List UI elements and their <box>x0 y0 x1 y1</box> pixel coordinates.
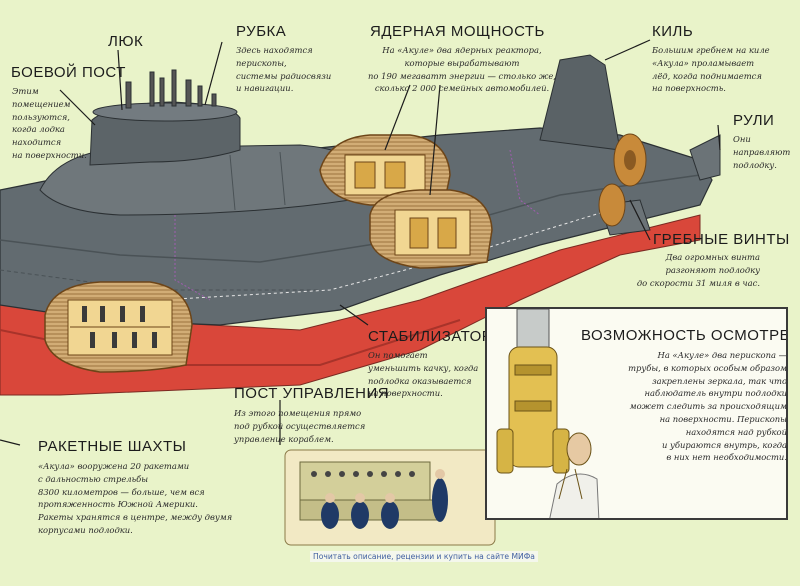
propellers-line: до скорости 31 миля в час. <box>636 277 760 288</box>
combat-post-line: Этим <box>12 86 39 96</box>
combat-post-line: когда лодка <box>12 124 65 135</box>
combat-post-text: Этим помещением пользуются, когда лодка … <box>12 85 87 162</box>
periscope-line: На «Акуле» два перископа — <box>657 350 787 360</box>
periscope-art <box>496 309 600 518</box>
periscope-line: и убираются внутрь, когда <box>662 439 787 450</box>
rudders-line: Они <box>733 134 751 144</box>
keel-fin <box>539 54 621 151</box>
propellers-line: Два огромных винта <box>665 252 760 262</box>
periscope-line: наблюдатель внутри подлодки <box>644 388 787 399</box>
stabilizer-line: на поверхности. <box>368 388 443 399</box>
missiles-title: РАКЕТНЫЕ ШАХТЫ <box>38 438 187 455</box>
control-line: управление кораблем. <box>234 433 334 444</box>
missiles-line: протяженность Южной Америки. <box>38 499 198 510</box>
nuclear-line: по 190 мегаватт энергии — столько же, <box>368 70 556 81</box>
missiles-line: «Акула» вооружена 20 ракетами <box>38 461 190 471</box>
periscope-line: находятся над рубкой <box>685 426 787 437</box>
propellers-line: разгоняют подлодку <box>665 264 760 275</box>
rudders-line: подлодку. <box>733 159 777 170</box>
stabilizer-title: СТАБИЛИЗАТОР <box>368 328 493 345</box>
keel-line: на поверхность. <box>652 83 726 94</box>
periscope-line: закреплены зеркала, так что <box>652 375 787 386</box>
combat-post-line: находится <box>12 137 62 148</box>
nuclear-text: На «Акуле» два ядерных реактора, которые… <box>362 44 562 95</box>
control-compartment <box>44 281 193 373</box>
masts <box>125 69 217 109</box>
nuclear-line: которые вырабатывают <box>404 57 520 68</box>
combat-post-title: БОЕВОЙ ПОСТ <box>11 64 126 81</box>
propellers-text: Два огромных винта разгоняют подлодку до… <box>600 251 760 289</box>
footer-buy-link[interactable]: Почитать описание, рецензии и купить на … <box>310 551 538 562</box>
periscope-title: ВОЗМОЖНОСТЬ ОСМОТРЕТЬСЯ <box>581 327 786 344</box>
missiles-text: «Акула» вооружена 20 ракетами с дальност… <box>38 460 232 537</box>
keel-title: КИЛЬ <box>652 23 694 40</box>
control-text: Из этого помещения прямо под рубкой осущ… <box>234 407 365 445</box>
sail-line: и навигации. <box>236 83 294 94</box>
combat-post-line: помещением <box>12 98 71 109</box>
reactor-compartment-2 <box>369 189 493 269</box>
keel-text: Большим гребнем на киле «Акула» проламыв… <box>652 44 770 95</box>
keel-line: лёд, когда поднимается <box>652 70 762 81</box>
periscope-text: На «Акуле» два перископа — трубы, в кото… <box>577 349 787 464</box>
missiles-line: Ракеты хранятся в центре, между двумя <box>38 512 233 523</box>
nuclear-title: ЯДЕРНАЯ МОЩНОСТЬ <box>370 23 545 40</box>
stabilizer-text: Он помогает уменьшить качку, когда подло… <box>368 349 478 400</box>
reactor-compartment-1 <box>319 134 451 206</box>
sail-line: перископы, <box>236 57 287 68</box>
rudders-line: направляют <box>733 146 791 157</box>
periscope-line: на поверхности. Перископы <box>659 413 787 424</box>
keel-line: «Акула» проламывает <box>652 57 755 68</box>
periscope-line: в них нет необходимости. <box>666 452 787 463</box>
keel-line: Большим гребнем на киле <box>652 45 770 55</box>
control-post-art <box>284 449 496 546</box>
stabilizer-line: подлодка оказывается <box>368 375 472 386</box>
rudders-title: РУЛИ <box>733 112 775 129</box>
missiles-line: с дальностью стрельбы <box>38 473 149 484</box>
stabilizer-line: уменьшить качку, когда <box>368 362 479 373</box>
hatch-title: ЛЮК <box>108 33 144 50</box>
nuclear-line: На «Акуле» два ядерных реактора, <box>382 45 542 55</box>
propellers-title: ГРЕБНЫЕ ВИНТЫ <box>653 231 790 248</box>
missiles-line: корпусами подлодки. <box>38 524 133 535</box>
control-title: ПОСТ УПРАВЛЕНИЯ <box>234 385 390 402</box>
combat-post-line: пользуются, <box>12 111 70 122</box>
control-line: Из этого помещения прямо <box>234 408 362 418</box>
sail-line: Здесь находятся <box>236 45 313 55</box>
periscope-inset: ВОЗМОЖНОСТЬ ОСМОТРЕТЬСЯ На «Акуле» два п… <box>485 307 788 520</box>
periscope-line: может следить за происходящим <box>629 401 787 412</box>
sail-text: Здесь находятся перископы, системы радио… <box>236 44 331 95</box>
periscope-line: трубы, в которых особым образом <box>628 362 787 373</box>
control-line: под рубкой осуществляется <box>234 420 366 431</box>
combat-post-line: на поверхности. <box>12 149 87 160</box>
rudders-text: Они направляют подлодку. <box>733 133 790 171</box>
sail-line: системы радиосвязи <box>236 70 332 81</box>
sail-title: РУБКА <box>236 23 287 40</box>
missiles-line: 8300 километров — больше, чем вся <box>38 486 205 497</box>
propellers <box>598 133 647 227</box>
nuclear-line: сколько 2 000 семейных автомобилей. <box>374 83 550 94</box>
stabilizer-line: Он помогает <box>368 350 428 360</box>
